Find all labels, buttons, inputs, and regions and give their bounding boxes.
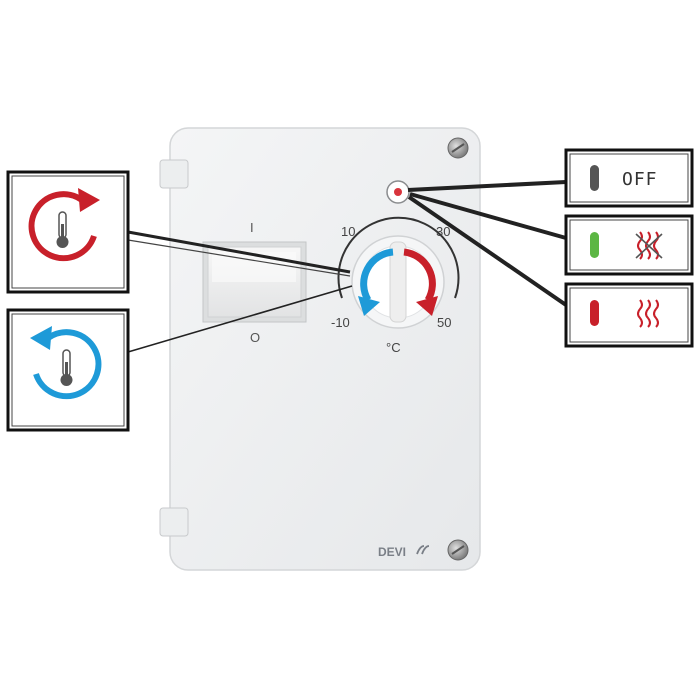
decrease-temperature-callout (6, 308, 130, 432)
callout-leader-lines (127, 180, 568, 353)
increase-temperature-callout (6, 170, 130, 294)
heating-off-crossed-waves-icon (635, 231, 663, 260)
thermostat-housing: DEVI (159, 127, 481, 571)
temperature-dial[interactable]: 10 30 -10 50 °C (331, 216, 460, 355)
dial-increase-arrowhead (416, 296, 438, 316)
dial-decrease-arrow-icon (360, 248, 394, 302)
green-indicator-icon (590, 232, 599, 258)
off-indicator-icon (590, 165, 599, 191)
dial-scale-label: 30 (436, 224, 450, 239)
switch-on-label: I (250, 220, 254, 235)
status-legend-item-off: OFF (564, 148, 694, 208)
thermometer-clockwise-arrow-icon (28, 188, 100, 262)
status-indicator-lamp (386, 180, 410, 204)
dial-scale-arc (337, 216, 460, 299)
heating-on-waves-icon (637, 299, 659, 328)
dial-scale-label: 10 (341, 224, 355, 239)
switch-off-label: O (250, 330, 260, 345)
brand-label: DEVI (378, 545, 406, 559)
dial-increase-arrow-icon (403, 248, 436, 302)
top-hinge (159, 159, 189, 189)
red-indicator-icon (590, 300, 599, 326)
status-legend-item-red (564, 282, 694, 348)
status-off-label: OFF (622, 169, 658, 190)
dial-scale-label: 50 (437, 315, 451, 330)
dial-decrease-arrowhead (358, 296, 380, 316)
thermometer-counterclockwise-arrow-icon (30, 326, 102, 400)
bottom-hinge (159, 507, 189, 537)
status-legend: OFF (564, 148, 694, 348)
brand-wave-icon (416, 545, 430, 555)
bottom-screw-icon (447, 539, 469, 561)
dial-unit-label: °C (386, 340, 401, 355)
dial-knob-grip (389, 241, 407, 323)
top-screw-icon (447, 137, 469, 159)
status-legend-item-green (564, 214, 694, 276)
dial-scale-label: -10 (331, 315, 350, 330)
